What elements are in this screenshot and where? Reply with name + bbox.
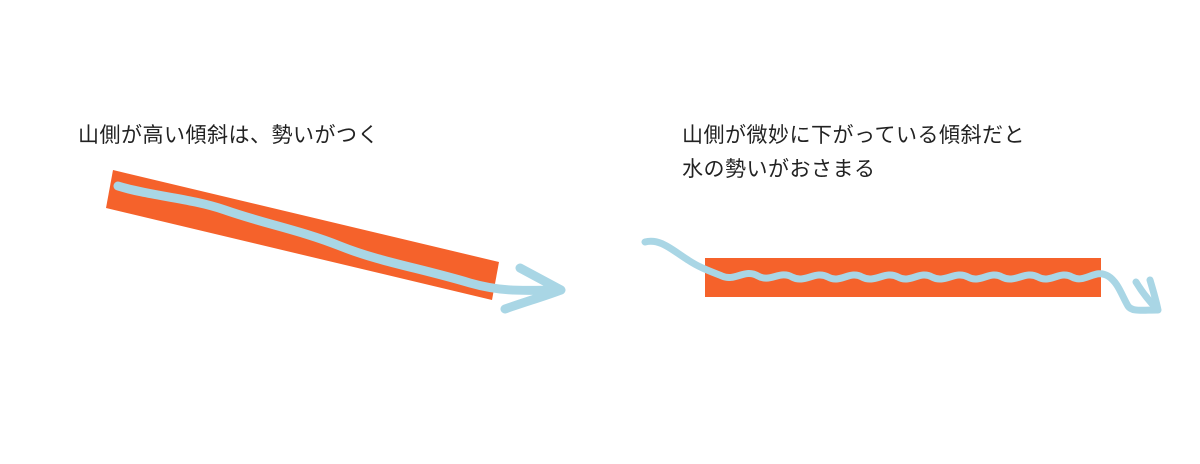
right-caption: 山側が微妙に下がっている傾斜だと 水の勢いがおさまる bbox=[682, 118, 1025, 186]
left-caption: 山側が高い傾斜は、勢いがつく bbox=[78, 118, 379, 152]
fast-water-flow-arrow bbox=[113, 181, 566, 314]
right-caption-line-1: 山側が微妙に下がっている傾斜だと bbox=[682, 123, 1025, 147]
right-caption-line-2: 水の勢いがおさまる bbox=[682, 157, 876, 181]
calm-water-flow-arrow bbox=[641, 237, 1162, 314]
left-caption-line: 山側が高い傾斜は、勢いがつく bbox=[78, 123, 379, 147]
